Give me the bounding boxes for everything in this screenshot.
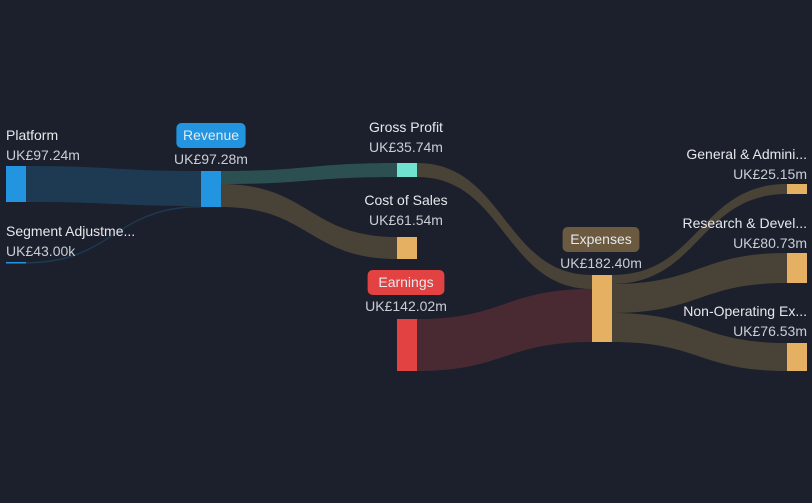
node-expenses[interactable] (592, 275, 612, 342)
node-label-expenses: Expenses (570, 231, 631, 247)
node-label-cost_of_sales: Cost of Sales (364, 192, 447, 208)
link-segment-to-revenue[interactable] (26, 206, 201, 264)
node-label-platform: Platform (6, 127, 58, 143)
node-label-rnd: Research & Devel... (683, 215, 808, 231)
node-value-non_operating: UK£76.53m (733, 323, 807, 339)
node-value-expenses: UK£182.40m (560, 255, 642, 271)
node-badge-earnings (367, 270, 445, 295)
links-layer (26, 163, 787, 371)
nodes-layer (6, 163, 807, 371)
node-badge-expenses (562, 227, 640, 252)
node-value-rnd: UK£80.73m (733, 235, 807, 251)
link-revenue-to-gross_profit[interactable] (221, 163, 397, 184)
node-value-gross_profit: UK£35.74m (369, 139, 443, 155)
node-gross_profit[interactable] (397, 163, 417, 177)
node-label-gross_profit: Gross Profit (369, 119, 443, 135)
link-revenue-to-cost_of_sales[interactable] (221, 184, 397, 259)
node-rnd[interactable] (787, 253, 807, 283)
link-expenses-to-non_operating[interactable] (612, 313, 787, 371)
node-label-non_operating: Non-Operating Ex... (683, 303, 807, 319)
node-value-earnings: UK£142.02m (365, 298, 447, 314)
link-platform-to-revenue[interactable] (26, 166, 201, 206)
node-value-segment: UK£43.00k (6, 243, 76, 259)
link-earnings-to-expenses[interactable] (417, 289, 592, 371)
link-expenses-to-gen_admin[interactable] (612, 184, 787, 284)
node-revenue[interactable] (201, 171, 221, 207)
node-segment[interactable] (6, 262, 26, 264)
node-label-gen_admin: General & Admini... (686, 146, 807, 162)
node-earnings[interactable] (397, 319, 417, 371)
node-value-revenue: UK£97.28m (174, 151, 248, 167)
node-label-segment: Segment Adjustme... (6, 223, 135, 239)
node-gen_admin[interactable] (787, 184, 807, 194)
node-cost_of_sales[interactable] (397, 237, 417, 259)
node-label-revenue: Revenue (183, 127, 239, 143)
node-value-platform: UK£97.24m (6, 147, 80, 163)
node-platform[interactable] (6, 166, 26, 202)
node-value-cost_of_sales: UK£61.54m (369, 212, 443, 228)
node-label-earnings: Earnings (378, 274, 433, 290)
node-badge-revenue (176, 123, 246, 148)
link-expenses-to-rnd[interactable] (612, 253, 787, 313)
node-non_operating[interactable] (787, 343, 807, 371)
node-value-gen_admin: UK£25.15m (733, 166, 807, 182)
link-gross_profit-to-expenses[interactable] (417, 163, 592, 289)
